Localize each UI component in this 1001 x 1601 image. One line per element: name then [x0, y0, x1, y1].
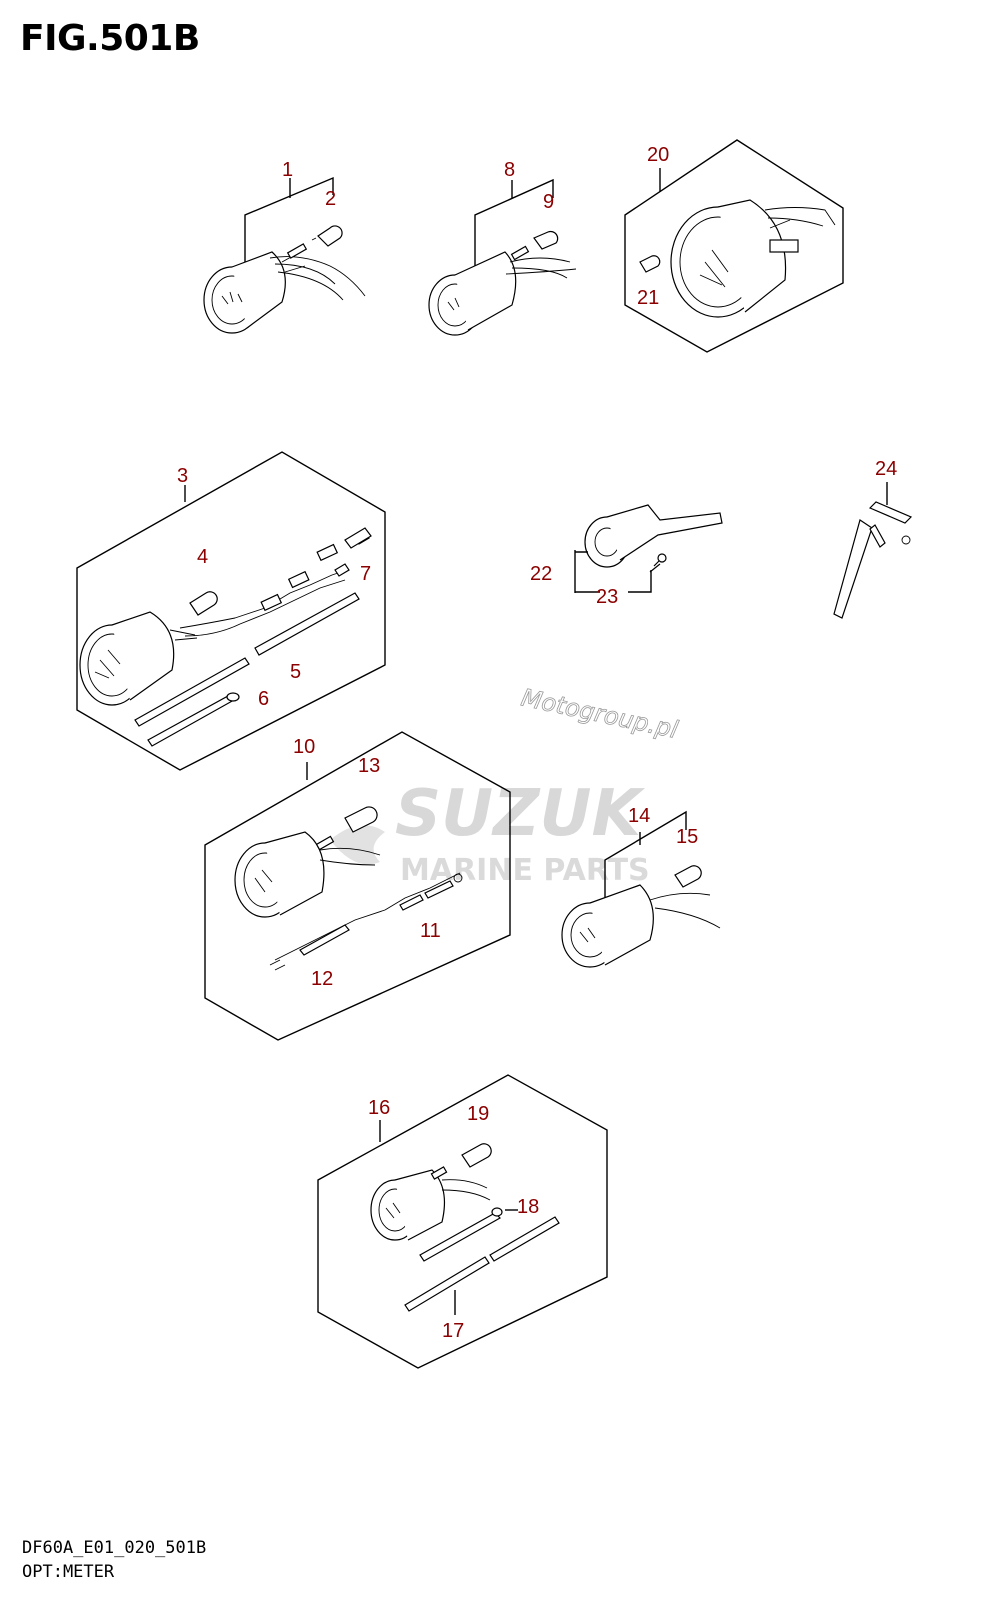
small-meter-8-icon: [428, 245, 577, 336]
tube-17-icon: [404, 1216, 560, 1312]
watermark-site: Motogroup.pl: [519, 683, 681, 744]
callout-4: 4: [197, 546, 208, 568]
wiring-harness-icon: [179, 531, 370, 637]
bulb-2-icon: [311, 225, 343, 247]
callout-11: 11: [420, 920, 441, 942]
callout-16: 16: [368, 1097, 390, 1119]
meter-group-10: [204, 731, 511, 1041]
small-meter-1-icon: [203, 243, 366, 334]
sensor-24-icon: [833, 501, 913, 619]
large-meter-3-icon: [79, 611, 198, 706]
diagram-caption: OPT:METER: [22, 1562, 115, 1582]
screw-23-icon: [649, 553, 667, 573]
large-meter-10-icon: [234, 831, 381, 918]
callout-15: 15: [676, 826, 698, 848]
meter-group-8: [428, 178, 577, 336]
callout-9: 9: [543, 191, 554, 213]
callout-7: 7: [360, 563, 371, 585]
callout-labels: 1 2 3 4 5 6 7 8 9 10 11 12 13 14 15 16 1…: [177, 144, 897, 1342]
callout-10: 10: [293, 736, 315, 758]
callout-5: 5: [290, 661, 301, 683]
figure-title: FIG.501B: [20, 18, 200, 59]
harness-11-icon: [384, 872, 463, 911]
bulb-21-icon: [639, 255, 661, 273]
callout-13: 13: [358, 755, 380, 777]
tube-5-icon: [134, 592, 360, 727]
callout-20: 20: [647, 144, 669, 166]
bracket-group-22: [574, 504, 723, 593]
callout-21: 21: [637, 287, 659, 309]
callout-23: 23: [596, 586, 618, 608]
callout-18: 18: [517, 1196, 539, 1218]
tie-18-icon: [419, 1207, 503, 1262]
bulb-19-icon: [461, 1143, 492, 1168]
callout-14: 14: [628, 805, 650, 827]
bulb-15-icon: [674, 865, 702, 888]
tie-6-icon: [147, 692, 240, 747]
watermark-subtitle: MARINE PARTS: [400, 853, 650, 888]
callout-3: 3: [177, 465, 188, 487]
part-24-group: [833, 482, 913, 619]
callout-2: 2: [325, 188, 336, 210]
callout-12: 12: [311, 968, 333, 990]
harness-12-icon: [269, 909, 386, 971]
callout-17: 17: [442, 1320, 464, 1342]
meter-group-1: [203, 176, 366, 334]
callout-1: 1: [282, 159, 293, 181]
meter-group-3: [76, 451, 386, 771]
terminal-7-icon: [344, 527, 372, 549]
callout-6: 6: [258, 688, 269, 710]
bulb-4-icon: [189, 591, 218, 616]
meter-group-16: [317, 1074, 608, 1369]
meter-group-14: [561, 810, 721, 968]
small-meter-16-icon: [370, 1166, 491, 1241]
callout-22: 22: [530, 563, 552, 585]
bracket-22-icon: [584, 504, 723, 568]
small-meter-14-icon: [561, 884, 721, 968]
diagram-code: DF60A_E01_020_501B: [22, 1538, 207, 1558]
callout-24: 24: [875, 458, 897, 480]
large-meter-20-icon: [670, 199, 836, 318]
meter-group-20: [624, 139, 844, 353]
watermark-brand: SUZUK: [395, 777, 645, 851]
bulb-13-icon: [344, 806, 378, 833]
bulb-9-icon: [533, 230, 559, 250]
watermark: Motogroup.pl SUZUK MARINE PARTS: [330, 683, 681, 888]
watermark-logo-icon: [330, 825, 385, 865]
callout-19: 19: [467, 1103, 489, 1125]
callout-8: 8: [504, 159, 515, 181]
